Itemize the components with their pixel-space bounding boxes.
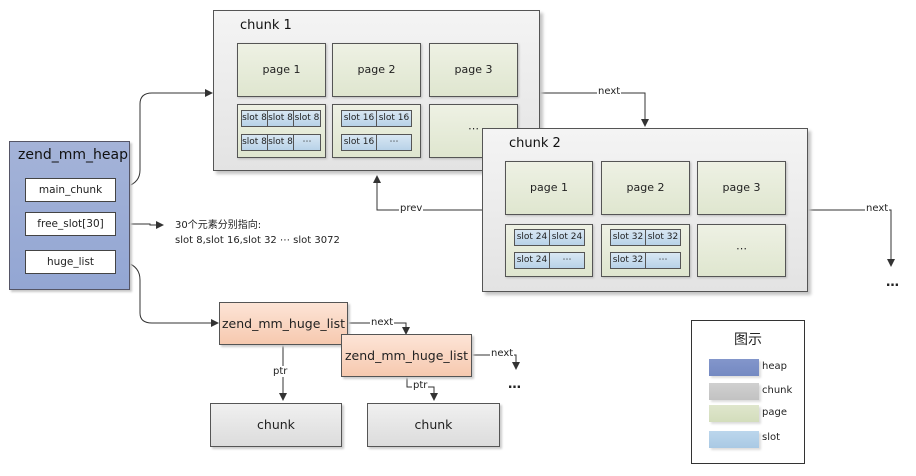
slot: slot 24	[514, 252, 550, 269]
chunk2-prev-label: prev	[399, 203, 424, 214]
huge2-next-label: next	[490, 348, 515, 359]
legend-label-slot: slot	[762, 432, 781, 443]
legend-title: 图示	[734, 332, 762, 348]
huge2-ptr-label: ptr	[412, 380, 429, 391]
free-slot-note-line2: slot 8,slot 16,slot 32 ⋯ slot 3072	[175, 235, 340, 246]
huge1-ptr-label: ptr	[272, 366, 289, 377]
legend: 图示 heap chunk page slot	[691, 320, 805, 464]
zend-mm-heap: zend_mm_heap main_chunk free_slot[30] hu…	[9, 141, 130, 290]
chunk-1-slot-page-2: slot 16 slot 16 slot 16 ⋯	[332, 104, 421, 158]
slot-ellipsis: ⋯	[549, 252, 585, 269]
chunk-1-page-2: page 2	[332, 43, 421, 97]
chunk-2-page-3: page 3	[697, 161, 786, 215]
huge2-next-arrow	[472, 354, 520, 370]
chunk-2-slot-page-2: slot 32 slot 32 slot 32 ⋯	[601, 224, 690, 277]
chunk-chain-ellipsis: …	[886, 275, 899, 290]
chunk-2-page-ellipsis: ⋯	[697, 224, 786, 277]
chunk-1-page-1: page 1	[237, 43, 326, 97]
slot: slot 8	[267, 134, 294, 151]
chunk-2-page-1: page 1	[505, 161, 593, 215]
slot: slot 32	[610, 252, 646, 269]
heap-title: zend_mm_heap	[18, 147, 128, 163]
slot: slot 32	[610, 229, 646, 246]
legend-label-page: page	[762, 407, 787, 418]
huge1-next-label: next	[370, 317, 395, 328]
legend-swatch-chunk	[709, 383, 759, 400]
heap-field-huge-list[interactable]: huge_list	[25, 250, 116, 274]
chunk2-prev-arrow	[373, 175, 482, 211]
huge-list-node-2: zend_mm_huge_list	[341, 334, 472, 377]
heap-field-free-slot[interactable]: free_slot[30]	[25, 212, 116, 236]
legend-swatch-slot	[709, 431, 759, 448]
chunk-2-slot-page-1: slot 24 slot 24 slot 24 ⋯	[505, 224, 593, 277]
slot: slot 16	[376, 110, 412, 127]
chunk1-next-label: next	[597, 86, 622, 97]
slot-ellipsis: ⋯	[293, 134, 321, 151]
slot: slot 8	[293, 110, 321, 127]
slot-ellipsis: ⋯	[376, 134, 412, 151]
slot: slot 8	[267, 110, 294, 127]
slot: slot 8	[241, 134, 268, 151]
chunk-2-page-2: page 2	[601, 161, 690, 215]
legend-swatch-page	[709, 405, 759, 422]
slot: slot 32	[645, 229, 681, 246]
chunk-2: chunk 2 page 1 page 2 page 3 slot 24 slo…	[482, 128, 808, 292]
legend-label-chunk: chunk	[762, 385, 793, 396]
slot-ellipsis: ⋯	[645, 252, 681, 269]
slot: slot 24	[514, 229, 550, 246]
chunk1-next-arrow	[540, 92, 649, 127]
huge-chain-ellipsis: …	[508, 377, 521, 392]
huge-chunk-2: chunk	[367, 403, 500, 447]
huge-chunk-1: chunk	[210, 403, 342, 447]
legend-label-heap: heap	[762, 361, 787, 372]
chunk2-next-arrow	[808, 209, 895, 267]
huge1-next-arrow	[348, 322, 410, 335]
slot: slot 24	[549, 229, 585, 246]
free-slot-note-line1: 30个元素分别指向:	[175, 220, 262, 231]
huge-list-node-1: zend_mm_huge_list	[219, 302, 348, 345]
slot: slot 16	[341, 110, 377, 127]
chunk-1-page-3: page 3	[429, 43, 518, 97]
chunk-2-title: chunk 2	[509, 136, 561, 151]
slot: slot 8	[241, 110, 268, 127]
legend-swatch-heap	[709, 359, 759, 376]
slot: slot 16	[341, 134, 377, 151]
chunk-1-title: chunk 1	[240, 18, 292, 33]
heap-field-main-chunk[interactable]: main_chunk	[25, 178, 116, 202]
chunk-1-slot-page-1: slot 8 slot 8 slot 8 slot 8 slot 8 ⋯	[237, 104, 326, 158]
free-slot-arrow	[118, 221, 164, 229]
chunk2-next-label: next	[865, 203, 890, 214]
